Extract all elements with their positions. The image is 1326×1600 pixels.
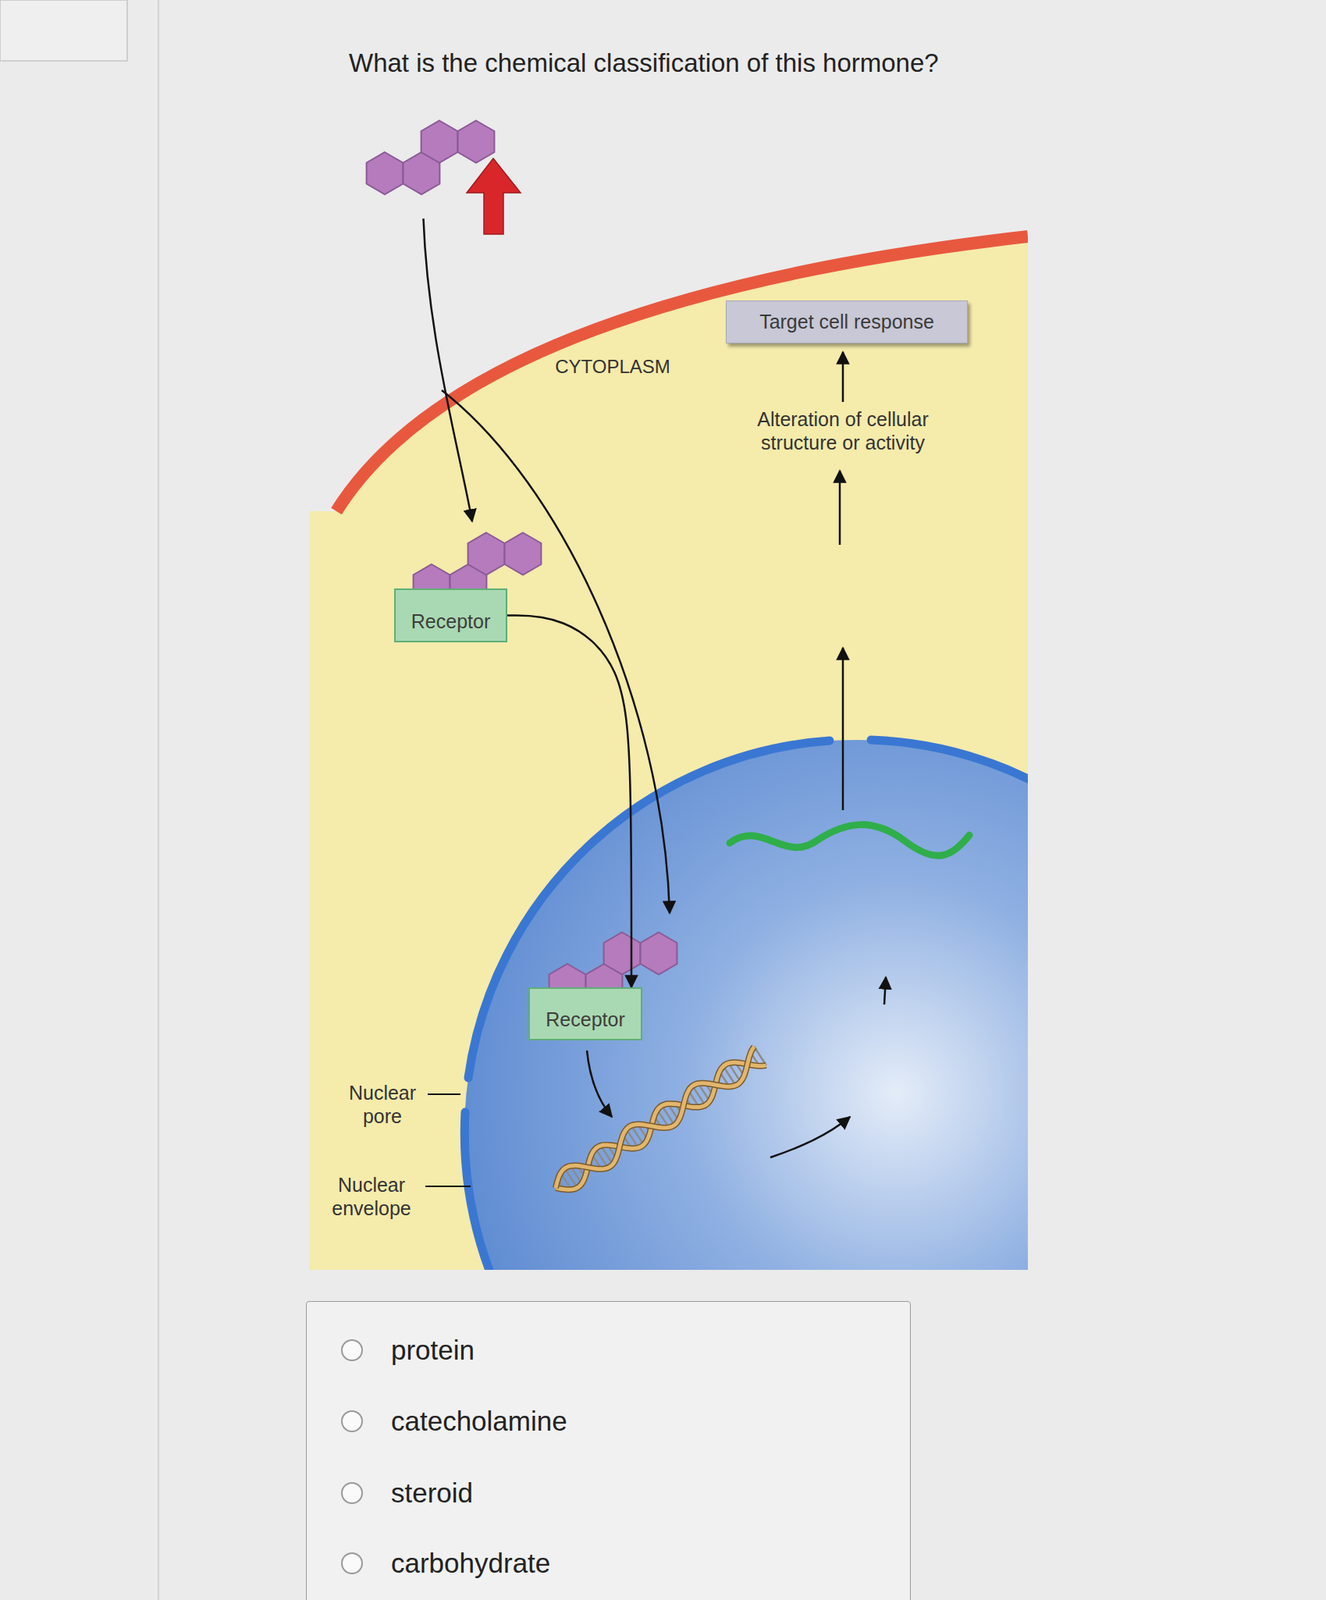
hexagon (504, 533, 542, 576)
radio-button (341, 1339, 363, 1362)
secretion-arrow (466, 158, 521, 235)
response-box: Target cell response (725, 300, 968, 344)
cell-membrane (336, 236, 1028, 512)
page-divider (157, 0, 160, 1600)
dna-rung (595, 1148, 608, 1169)
receptor-box: Receptor (394, 588, 508, 643)
radio-button (341, 1552, 363, 1575)
hexagon (366, 152, 404, 195)
hexagon (604, 932, 641, 975)
hormone-molecules (366, 120, 678, 1007)
option-text: carbohydrate (391, 1547, 551, 1579)
region-label: CYTOPLASM (546, 355, 679, 379)
dna-rung (565, 1168, 578, 1188)
part-label: Nuclear pore (340, 1080, 425, 1128)
answer-options: protein catecholamine steroid carbohydrate (305, 1301, 911, 1600)
hexagon (458, 120, 495, 164)
dna-rung (692, 1085, 705, 1106)
receptor-box: Receptor (528, 987, 643, 1041)
mrna (729, 824, 970, 857)
dna-strand-outline (555, 1046, 754, 1188)
pathway-arrow (507, 615, 632, 989)
box-label: Receptor (411, 610, 491, 633)
dna-rung (661, 1105, 675, 1125)
option-text: steroid (391, 1477, 473, 1509)
dna-helix (555, 1046, 767, 1190)
option-text: protein (391, 1334, 475, 1366)
nuclear-envelope (464, 739, 1028, 1270)
step-label: Alteration of cellular structure or acti… (733, 407, 953, 455)
nucleus (464, 739, 1028, 1270)
hexagon (468, 533, 505, 576)
dna-strand (555, 1046, 754, 1188)
leader-lines (425, 1094, 471, 1187)
radio-button (341, 1482, 363, 1504)
dna-rung (723, 1066, 736, 1086)
question-title: What is the chemical classification of t… (348, 48, 939, 79)
dna-rung (631, 1125, 644, 1145)
hexagon (640, 932, 678, 975)
radio-button (341, 1410, 363, 1433)
option-text: catecholamine (391, 1405, 568, 1437)
part-label: Nuclear envelope (319, 1173, 424, 1220)
box-label: Receptor (545, 1008, 625, 1031)
cell-panel (309, 218, 1028, 1270)
pathway-arrows (423, 218, 886, 1158)
corner-box (0, 0, 128, 61)
box-label: Target cell response (759, 310, 935, 334)
hexagon (421, 120, 459, 164)
